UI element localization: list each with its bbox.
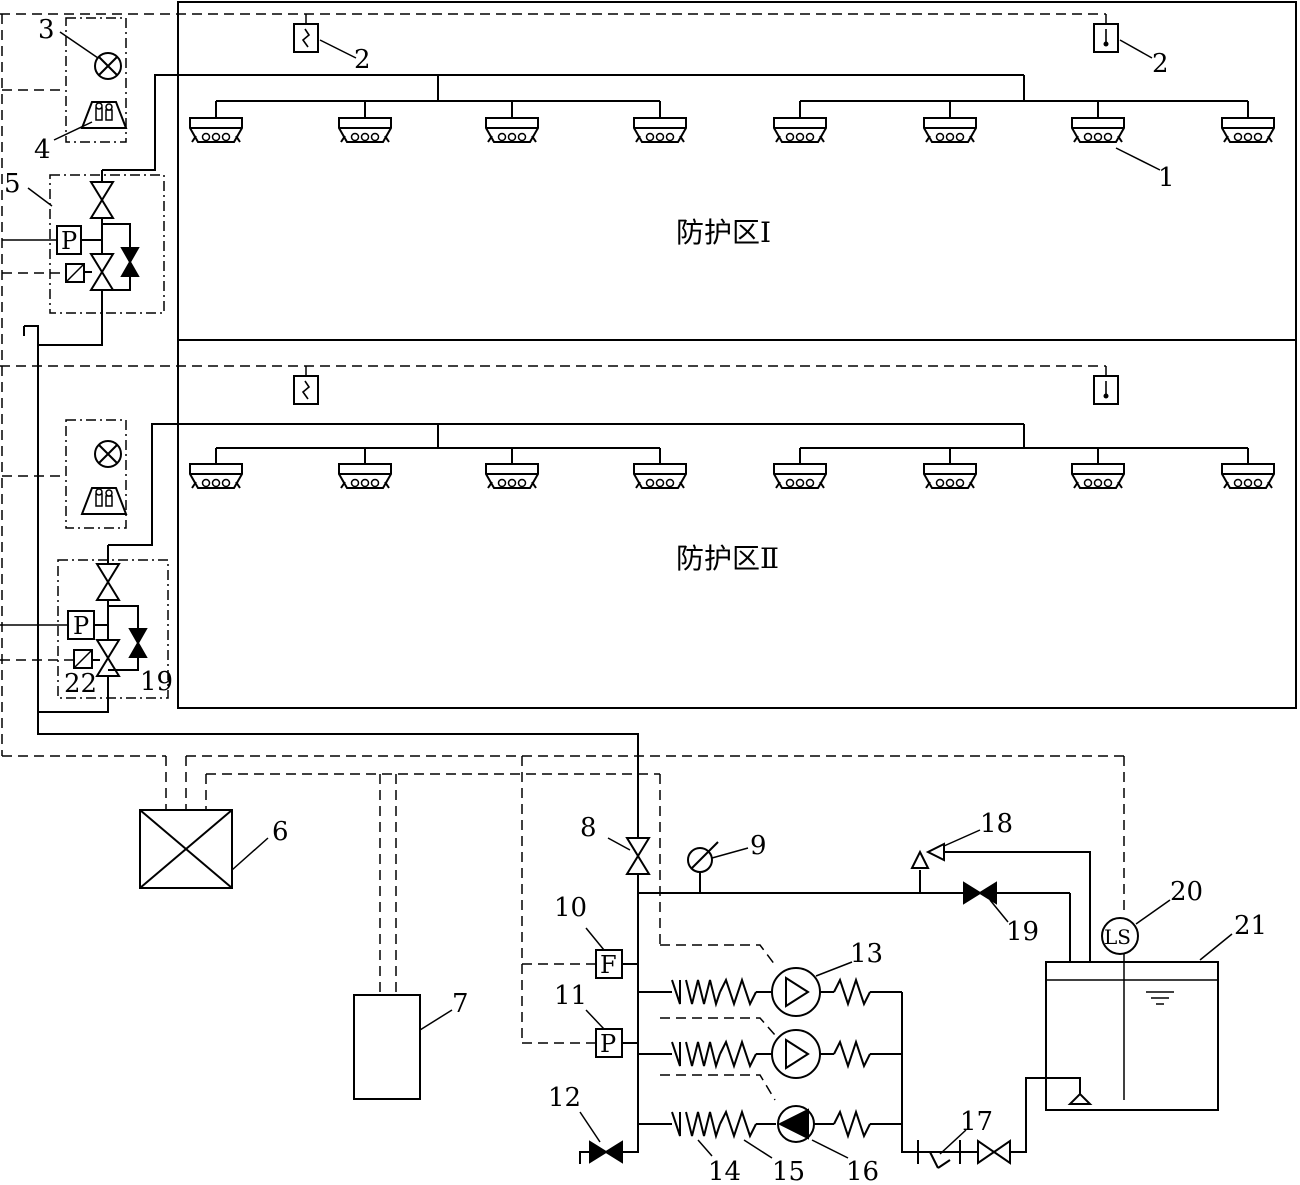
zone-valve-group-2: P xyxy=(0,345,169,713)
zone-2-pipe-network xyxy=(108,423,1249,546)
mist-nozzle xyxy=(773,463,827,489)
relief-valve-icon xyxy=(910,842,1091,962)
mist-nozzle xyxy=(189,117,243,143)
audible-alarm-icon xyxy=(81,487,127,515)
zone-2-label: 防护区Ⅱ xyxy=(676,542,779,575)
zone-2-boundary xyxy=(177,339,1297,709)
callout-11: 11 xyxy=(554,981,587,1011)
callout-10: 10 xyxy=(554,893,587,923)
power-supply xyxy=(353,994,421,1100)
control-cabinet xyxy=(139,809,233,889)
mist-nozzle xyxy=(633,463,687,489)
filter-icon xyxy=(917,1140,961,1169)
mist-nozzle xyxy=(1221,463,1275,489)
pressure-switch-label: P xyxy=(73,612,89,640)
zone-valve-icon xyxy=(90,181,114,219)
smoke-detector-icon xyxy=(293,23,319,53)
callout-22: 22 xyxy=(64,669,97,699)
mist-nozzle xyxy=(485,117,539,143)
pump-station: F P xyxy=(579,841,1093,1169)
callout-17: 17 xyxy=(960,1107,993,1137)
zone-1-pipe-network xyxy=(102,74,1249,171)
callout-16: 16 xyxy=(846,1157,879,1185)
mist-nozzle xyxy=(633,117,687,143)
alarm-lamp-icon xyxy=(94,52,122,80)
alarm-lamp-icon xyxy=(94,440,122,468)
callout-leaders xyxy=(27,31,1233,1159)
suction-valve-icon xyxy=(977,1140,1011,1164)
detector-signal-lines xyxy=(0,13,1106,757)
smoke-detector-icon xyxy=(293,375,319,405)
callout-19b: 19 xyxy=(140,667,173,697)
mist-nozzle xyxy=(923,117,977,143)
callout-21: 21 xyxy=(1234,911,1267,941)
alarm-box-zone-1 xyxy=(2,17,127,143)
callout-3: 3 xyxy=(38,15,55,45)
bypass-valve-icon xyxy=(963,882,997,904)
callout-4: 4 xyxy=(34,135,51,165)
alarm-box-zone-2 xyxy=(2,419,127,529)
control-cabinet-signal-lines xyxy=(165,755,1125,1101)
callout-6: 6 xyxy=(272,817,289,847)
mist-nozzle xyxy=(773,117,827,143)
mist-nozzle xyxy=(1071,117,1125,143)
pressure-switch-label: P xyxy=(61,227,77,255)
mist-nozzle xyxy=(485,463,539,489)
mist-nozzle xyxy=(338,463,392,489)
mist-nozzle xyxy=(338,117,392,143)
callout-8: 8 xyxy=(580,813,597,843)
main-supply-pipe xyxy=(37,712,650,1150)
pump-pressure-switch-label: P xyxy=(600,1030,616,1058)
callout-2a: 2 xyxy=(354,45,371,75)
callout-9: 9 xyxy=(750,831,767,861)
heat-detector-icon xyxy=(1093,23,1119,53)
flow-switch-label: F xyxy=(600,951,617,979)
mist-nozzle xyxy=(1221,117,1275,143)
zone-1-nozzles xyxy=(189,117,1275,143)
drain-valve-icon xyxy=(589,1141,623,1163)
zone-1-label: 防护区Ⅰ xyxy=(676,216,771,249)
solenoid-valve-icon xyxy=(90,253,114,291)
callout-15: 15 xyxy=(772,1157,805,1185)
callout-13: 13 xyxy=(850,939,883,969)
callout-7: 7 xyxy=(452,989,469,1019)
callout-1: 1 xyxy=(1158,163,1175,193)
level-switch: LS xyxy=(1101,917,1139,955)
zone-valve-group-1: P xyxy=(2,170,165,346)
callout-20: 20 xyxy=(1170,877,1203,907)
callout-2b: 2 xyxy=(1152,49,1169,79)
mist-nozzle xyxy=(923,463,977,489)
zone-valve-icon xyxy=(96,563,120,601)
callout-14: 14 xyxy=(708,1157,741,1185)
water-tank xyxy=(1045,950,1219,1111)
callout-12: 12 xyxy=(548,1083,581,1113)
heat-detector-icon xyxy=(1093,375,1119,405)
test-valve-icon xyxy=(121,247,139,277)
zone-2-nozzles xyxy=(189,463,1275,489)
main-valve-icon xyxy=(626,837,650,875)
test-valve-icon xyxy=(129,628,147,658)
callout-19a: 19 xyxy=(1006,917,1039,947)
mist-nozzle xyxy=(189,463,243,489)
callout-5: 5 xyxy=(4,169,21,199)
callout-18: 18 xyxy=(980,809,1013,839)
mist-nozzle xyxy=(1071,463,1125,489)
level-switch-label: LS xyxy=(1104,925,1131,949)
